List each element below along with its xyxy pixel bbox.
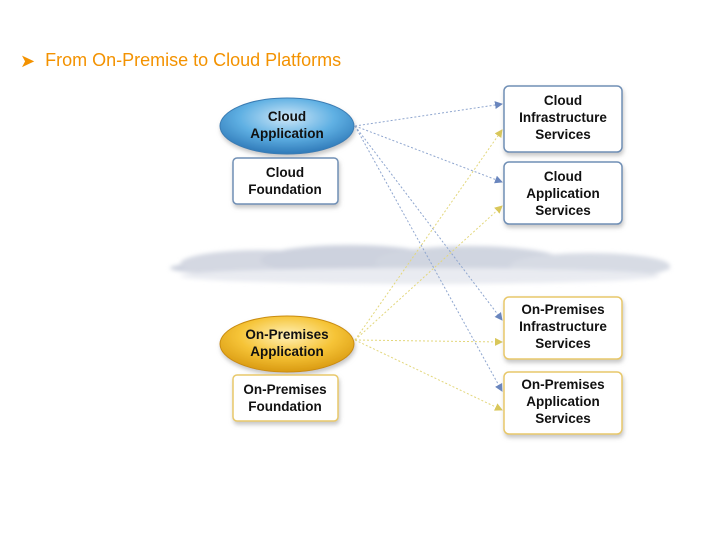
cloud-application-node: Cloud Application — [219, 97, 355, 155]
onprem-application-line2: Application — [250, 344, 324, 359]
service-label-line2: Infrastructure — [519, 319, 607, 334]
slide-title: From On-Premise to Cloud Platforms — [45, 50, 342, 70]
onprem-foundation-node: On-Premises Foundation — [232, 374, 339, 422]
slide-heading: ➤ From On-Premise to Cloud Platforms — [20, 50, 341, 71]
service-label-line3: Services — [535, 336, 591, 351]
onprem-foundation-line1: On-Premises — [243, 382, 326, 397]
service-cloud-application: Cloud Application Services — [503, 161, 623, 225]
service-onprem-application: On-Premises Application Services — [503, 371, 623, 435]
cloud-band — [170, 245, 670, 284]
onprem-foundation-line2: Foundation — [248, 399, 321, 414]
service-label-line2: Application — [526, 394, 600, 409]
cloud-application-line1: Cloud — [268, 109, 306, 124]
service-cloud-infrastructure: Cloud Infrastructure Services — [503, 85, 623, 153]
service-label-line2: Application — [526, 186, 600, 201]
yellow-connectors — [354, 129, 503, 411]
cloud-foundation-line2: Foundation — [248, 182, 321, 197]
service-label-line1: On-Premises — [521, 377, 604, 392]
service-label-line1: Cloud — [544, 169, 582, 184]
onprem-application-node: On-Premises Application — [219, 315, 355, 373]
service-label-line2: Infrastructure — [519, 110, 607, 125]
service-label-line1: Cloud — [544, 93, 582, 108]
cloud-application-line2: Application — [250, 126, 324, 141]
service-label-line3: Services — [535, 203, 591, 218]
cloud-foundation-line1: Cloud — [266, 165, 304, 180]
blue-connectors — [354, 101, 503, 392]
service-label-line3: Services — [535, 127, 591, 142]
service-label-line3: Services — [535, 411, 591, 426]
onprem-application-line1: On-Premises — [245, 327, 328, 342]
arrow-bullet-icon: ➤ — [20, 50, 36, 71]
service-label-line1: On-Premises — [521, 302, 604, 317]
service-onprem-infrastructure: On-Premises Infrastructure Services — [503, 296, 623, 360]
cloud-foundation-node: Cloud Foundation — [232, 157, 339, 205]
